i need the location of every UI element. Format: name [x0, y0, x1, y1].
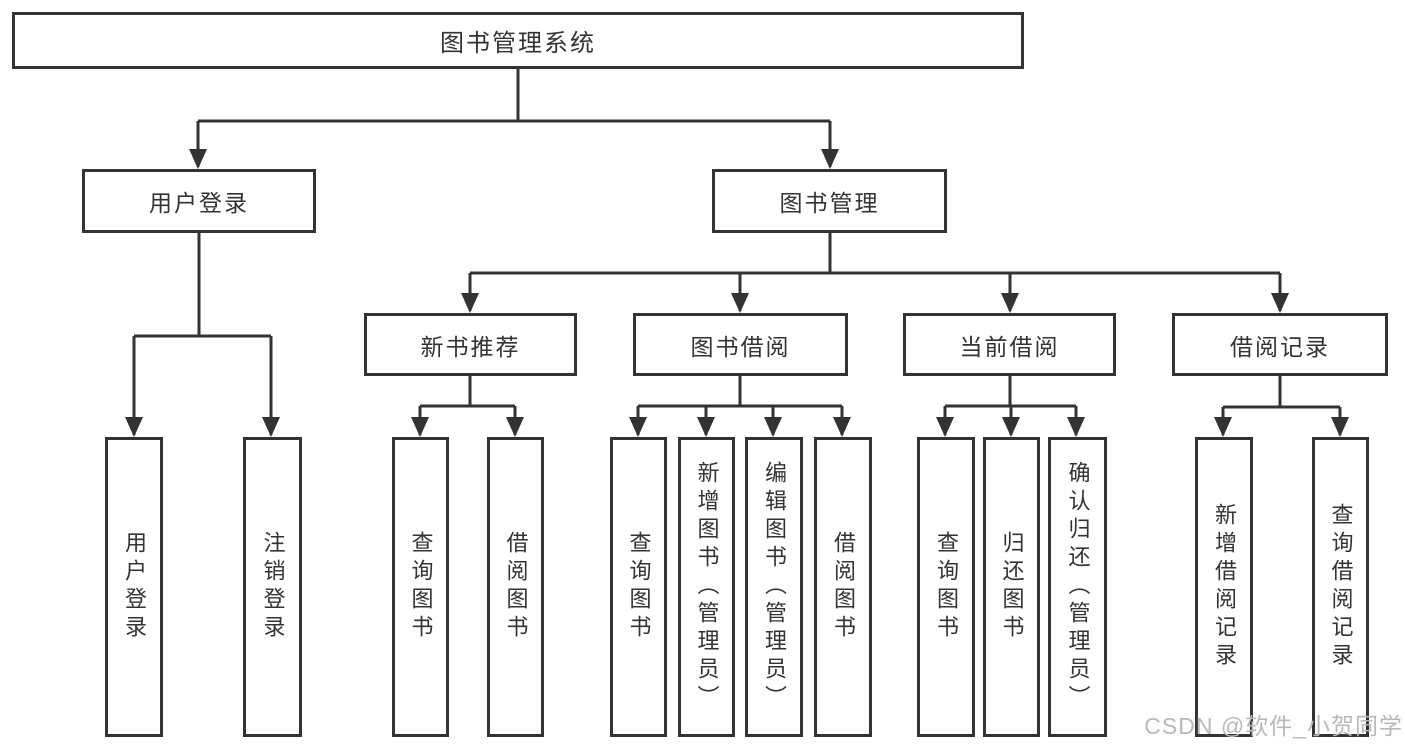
connector-path — [132, 69, 1342, 435]
leaf-query-borrow-record: 查询借阅记录 — [1312, 437, 1369, 737]
csdn-watermark: CSDN @软件_小贺同学 — [1144, 713, 1403, 739]
leaf-query-books-recommend: 查询图书 — [392, 437, 449, 737]
arrowheads — [125, 149, 1349, 437]
node-book-borrow: 图书借阅 — [633, 313, 848, 376]
leaf-query-books-current: 查询图书 — [917, 437, 975, 737]
leaf-add-book-admin: 新增图书（管理员） — [678, 437, 735, 737]
leaf-borrow-books-recommend: 借阅图书 — [487, 437, 544, 737]
node-current-borrow: 当前借阅 — [903, 313, 1116, 376]
leaf-logout: 注销登录 — [243, 437, 302, 737]
leaf-return-books: 归还图书 — [983, 437, 1040, 737]
leaf-query-books-borrow: 查询图书 — [610, 437, 667, 737]
node-new-book-recommend: 新书推荐 — [364, 313, 577, 376]
node-borrow-records: 借阅记录 — [1172, 313, 1388, 376]
leaf-confirm-return-admin: 确认归还（管理员） — [1048, 437, 1107, 737]
node-book-management: 图书管理 — [712, 169, 947, 233]
leaf-add-borrow-record: 新增借阅记录 — [1195, 437, 1253, 737]
leaf-user-login: 用户登录 — [105, 437, 163, 737]
leaf-borrow-books-borrow: 借阅图书 — [814, 437, 872, 737]
node-user-login: 用户登录 — [82, 169, 316, 233]
leaf-edit-book-admin: 编辑图书（管理员） — [745, 437, 803, 737]
node-library-management-system: 图书管理系统 — [12, 12, 1024, 69]
